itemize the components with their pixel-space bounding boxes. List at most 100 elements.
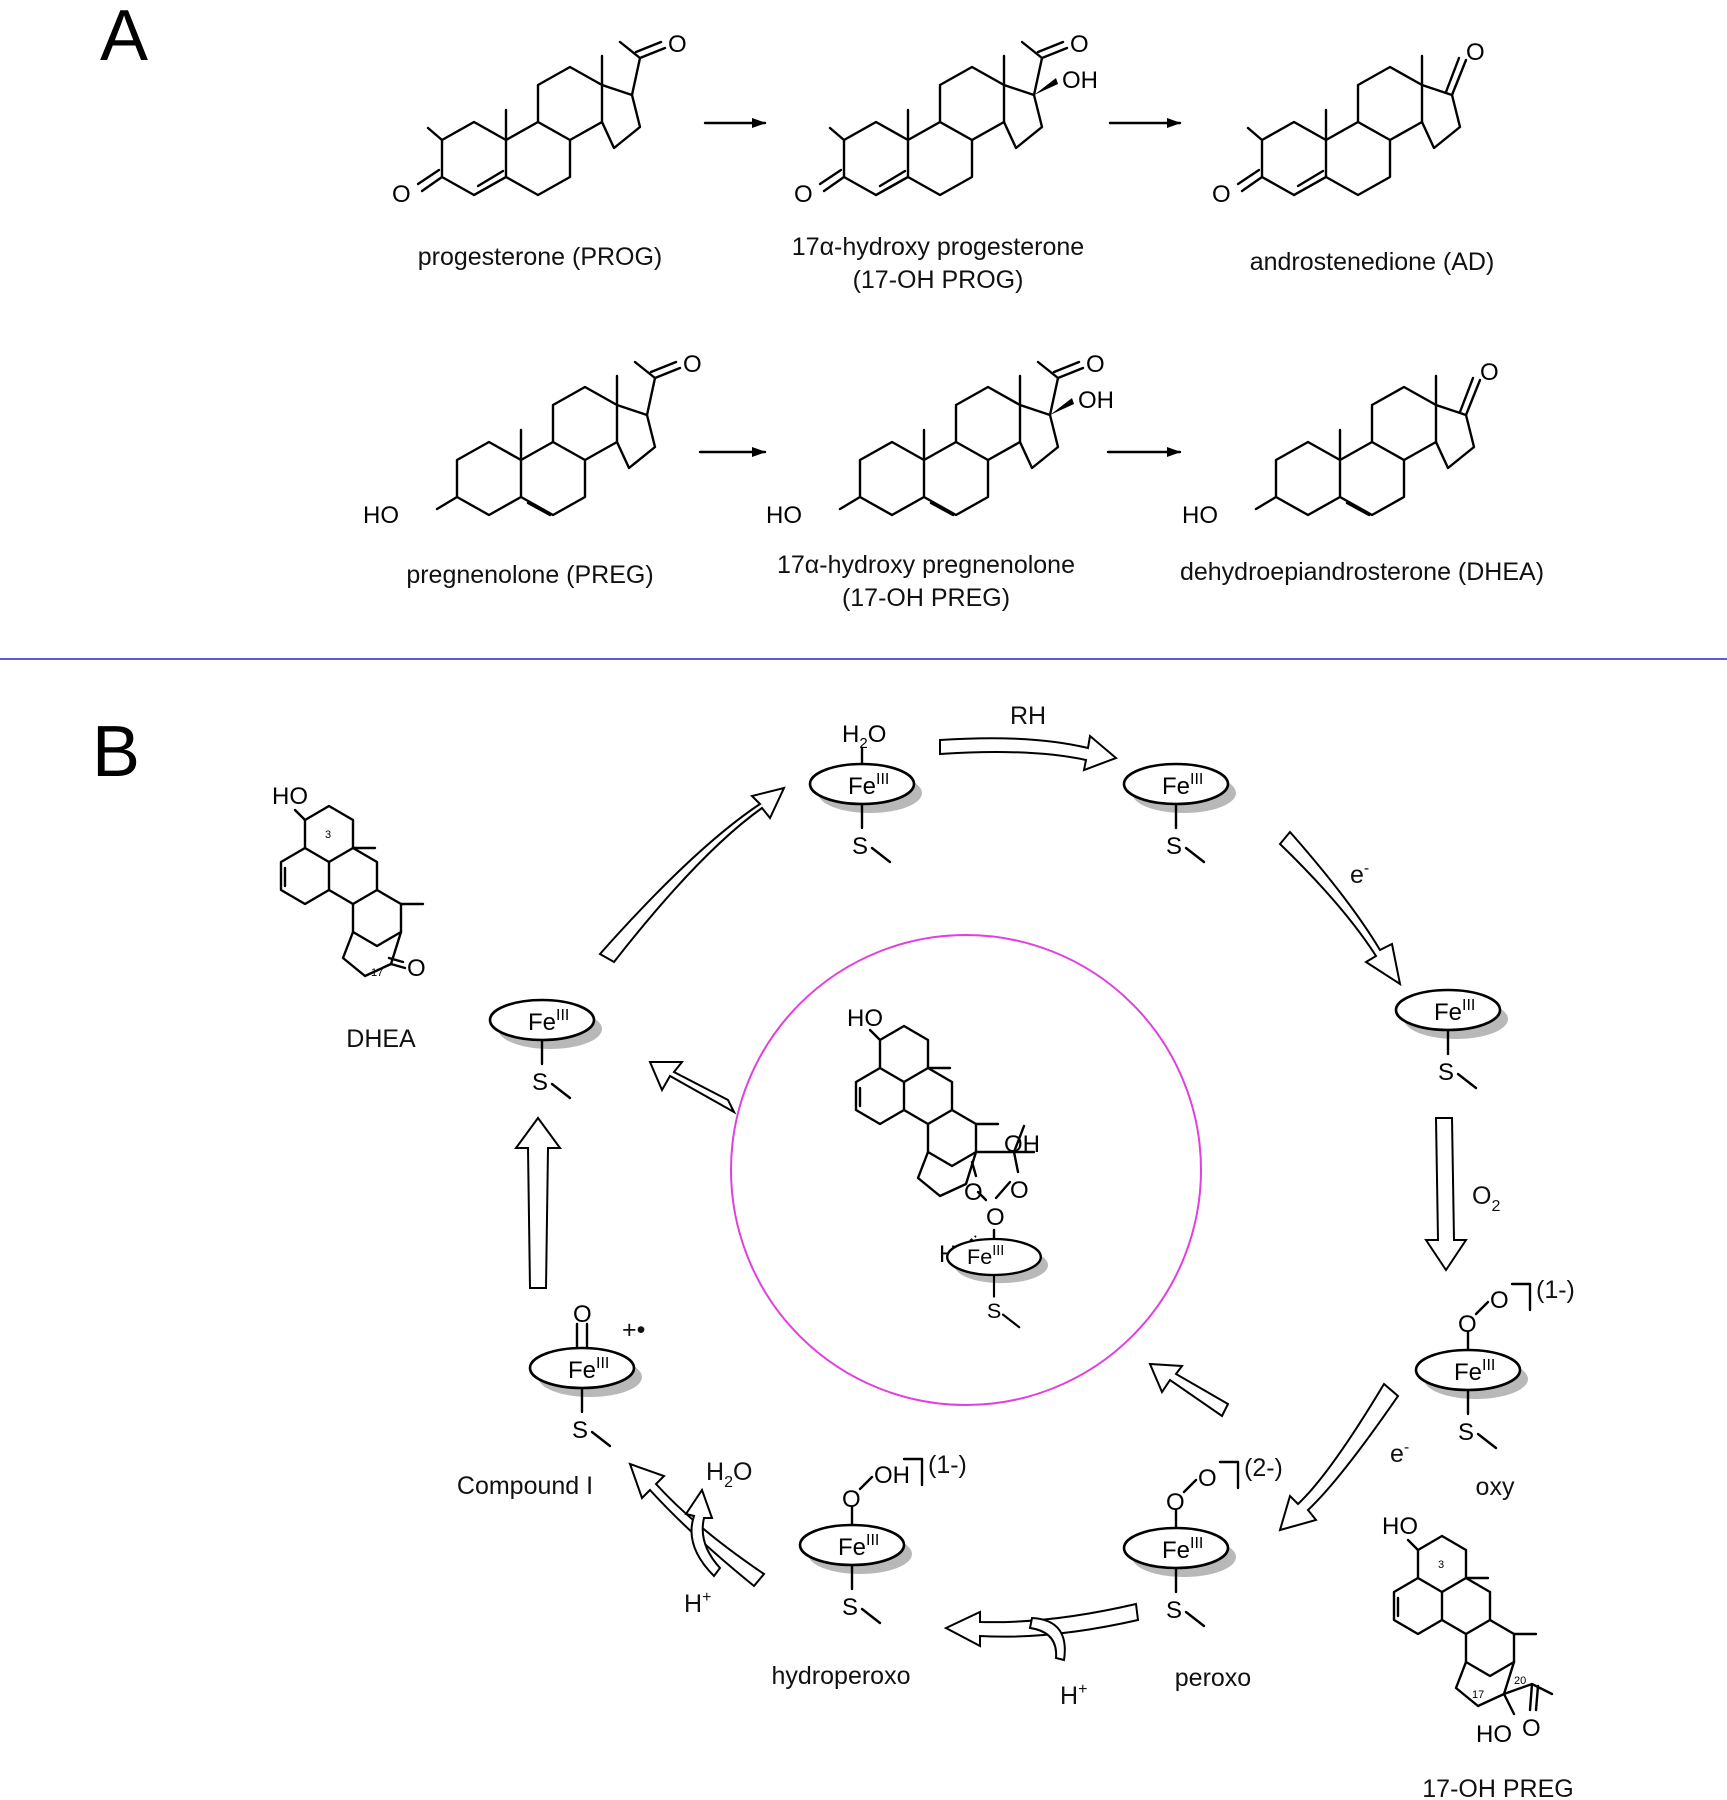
svg-text:Fe: Fe [1434, 999, 1462, 1026]
state-label-peroxo: peroxo [1175, 1664, 1251, 1692]
svg-text:O: O [1490, 1287, 1509, 1314]
heme-inner: Fe III S [946, 1237, 1050, 1329]
svg-text:O: O [683, 351, 702, 378]
heme-hydroperoxo: O OH (1-) Fe III S [798, 1451, 967, 1625]
dhea-molecule: HO O 3 17 [272, 783, 426, 982]
svg-text:(1-): (1-) [1536, 1276, 1575, 1304]
17oh-preg-molecule: HO HO O 3 17 20 [1382, 1513, 1554, 1748]
svg-text:Fe: Fe [838, 1534, 866, 1561]
panel-a-label: A [100, 0, 148, 76]
svg-text:S: S [1166, 1597, 1182, 1624]
cycle-arrow [1028, 1616, 1066, 1662]
svg-text:HO: HO [1476, 1721, 1512, 1748]
heme-oxy: O O (1-) Fe III S [1414, 1276, 1575, 1450]
svg-text:III: III [596, 1355, 609, 1372]
svg-text:17: 17 [1472, 1689, 1484, 1701]
step-label-proton-2: H+ [684, 1589, 711, 1618]
svg-text:III: III [992, 1243, 1004, 1259]
svg-text:O: O [573, 1301, 592, 1328]
state-label-hydroperoxo: hydroperoxo [772, 1662, 911, 1690]
svg-text:O: O [1086, 351, 1105, 378]
svg-text:III: III [876, 771, 889, 788]
dhea-structure: HO O [1182, 359, 1499, 529]
svg-text:S: S [852, 833, 868, 860]
svg-text:III: III [866, 1532, 879, 1549]
panel-a: A O O O O OH O O progesterone (PROG) 17α… [100, 0, 1544, 612]
svg-text:O: O [1166, 1489, 1185, 1516]
svg-text:S: S [842, 1594, 858, 1621]
svg-text:O: O [1458, 1311, 1477, 1338]
svg-text:III: III [1482, 1357, 1495, 1374]
step-label-electron-2: e- [1390, 1439, 1409, 1468]
compound-name: pregnenolone (PREG) [406, 561, 653, 589]
cycle-arrow [684, 1487, 722, 1578]
intermediate-circle [730, 934, 1202, 1406]
svg-text:OH: OH [874, 1462, 910, 1489]
svg-text:S: S [1438, 1059, 1454, 1086]
svg-text:Fe: Fe [1454, 1359, 1482, 1386]
svg-text:HO: HO [1182, 502, 1218, 529]
svg-text:OH: OH [1078, 387, 1114, 414]
heme-ferrous: Fe III S [1394, 988, 1510, 1090]
step-label-o2: O2 [1472, 1182, 1500, 1215]
cycle-arrow [598, 786, 786, 964]
heme-resting-state: H2O Fe III S [808, 721, 924, 864]
panel-b: B HO O 3 17 DHEA HO HO O 3 17 20 17-OH P [92, 702, 1575, 1800]
svg-text:Fe: Fe [1162, 773, 1190, 800]
svg-text:O: O [842, 1486, 861, 1513]
cycle-arrows [514, 734, 1468, 1662]
svg-text:Fe: Fe [848, 773, 876, 800]
svg-text:3: 3 [325, 829, 331, 841]
cycle-arrow [939, 734, 1118, 772]
cycle-arrow [514, 1116, 562, 1289]
svg-text:III: III [1190, 771, 1203, 788]
compound-name: progesterone (PROG) [418, 243, 663, 271]
panel-b-label: B [92, 712, 140, 792]
svg-text:S: S [1458, 1419, 1474, 1446]
heme-peroxo: O O (2-) Fe III S [1122, 1454, 1283, 1628]
androstenedione-structure: O O [1212, 39, 1485, 208]
svg-text:O: O [1010, 1177, 1029, 1204]
svg-text:S: S [987, 1298, 1001, 1323]
compound-name: dehydroepiandrosterone (DHEA) [1180, 558, 1544, 586]
compound-name: androstenedione (AD) [1250, 248, 1495, 276]
cycle-arrow [1278, 1382, 1400, 1532]
ferric-peroxo-hemiketal: HO OH O O H O [847, 1005, 1040, 1268]
svg-text:HO: HO [272, 783, 308, 810]
state-label-oxy: oxy [1476, 1473, 1515, 1501]
svg-text:Fe: Fe [967, 1244, 992, 1269]
cycle-arrow [648, 1061, 737, 1115]
svg-text:O: O [1070, 31, 1089, 58]
cycle-arrow [1278, 830, 1402, 987]
svg-text:O: O [407, 955, 426, 982]
svg-text:O: O [986, 1204, 1005, 1231]
svg-text:O: O [1466, 39, 1485, 66]
svg-text:OH: OH [1062, 67, 1098, 94]
svg-text:Fe: Fe [528, 1009, 556, 1036]
cycle-arrow [1148, 1362, 1230, 1418]
state-label-compound-i: Compound I [457, 1472, 593, 1500]
svg-text:17: 17 [371, 967, 383, 979]
heme-compound-i: O +• Fe III S [528, 1301, 645, 1448]
step-label-proton: H+ [1060, 1681, 1087, 1710]
svg-text:III: III [556, 1007, 569, 1024]
step-label-rh: RH [1010, 702, 1046, 730]
svg-text:(1-): (1-) [928, 1451, 967, 1479]
svg-text:HO: HO [847, 1005, 883, 1032]
svg-text:O: O [1522, 1715, 1541, 1742]
svg-text:O: O [392, 181, 411, 208]
svg-text:O: O [794, 181, 813, 208]
svg-text:H2O: H2O [842, 721, 886, 752]
svg-text:Fe: Fe [568, 1357, 596, 1384]
svg-text:S: S [532, 1069, 548, 1096]
svg-text:+•: +• [622, 1316, 645, 1344]
svg-text:HO: HO [766, 502, 802, 529]
compound-abbrev: (17-OH PROG) [853, 266, 1024, 294]
product-label: DHEA [346, 1025, 416, 1053]
svg-text:3: 3 [1438, 1559, 1444, 1571]
svg-text:(2-): (2-) [1244, 1454, 1283, 1482]
svg-text:III: III [1462, 997, 1475, 1014]
svg-text:S: S [1166, 833, 1182, 860]
svg-text:OH: OH [1004, 1131, 1040, 1158]
svg-text:III: III [1190, 1535, 1203, 1552]
